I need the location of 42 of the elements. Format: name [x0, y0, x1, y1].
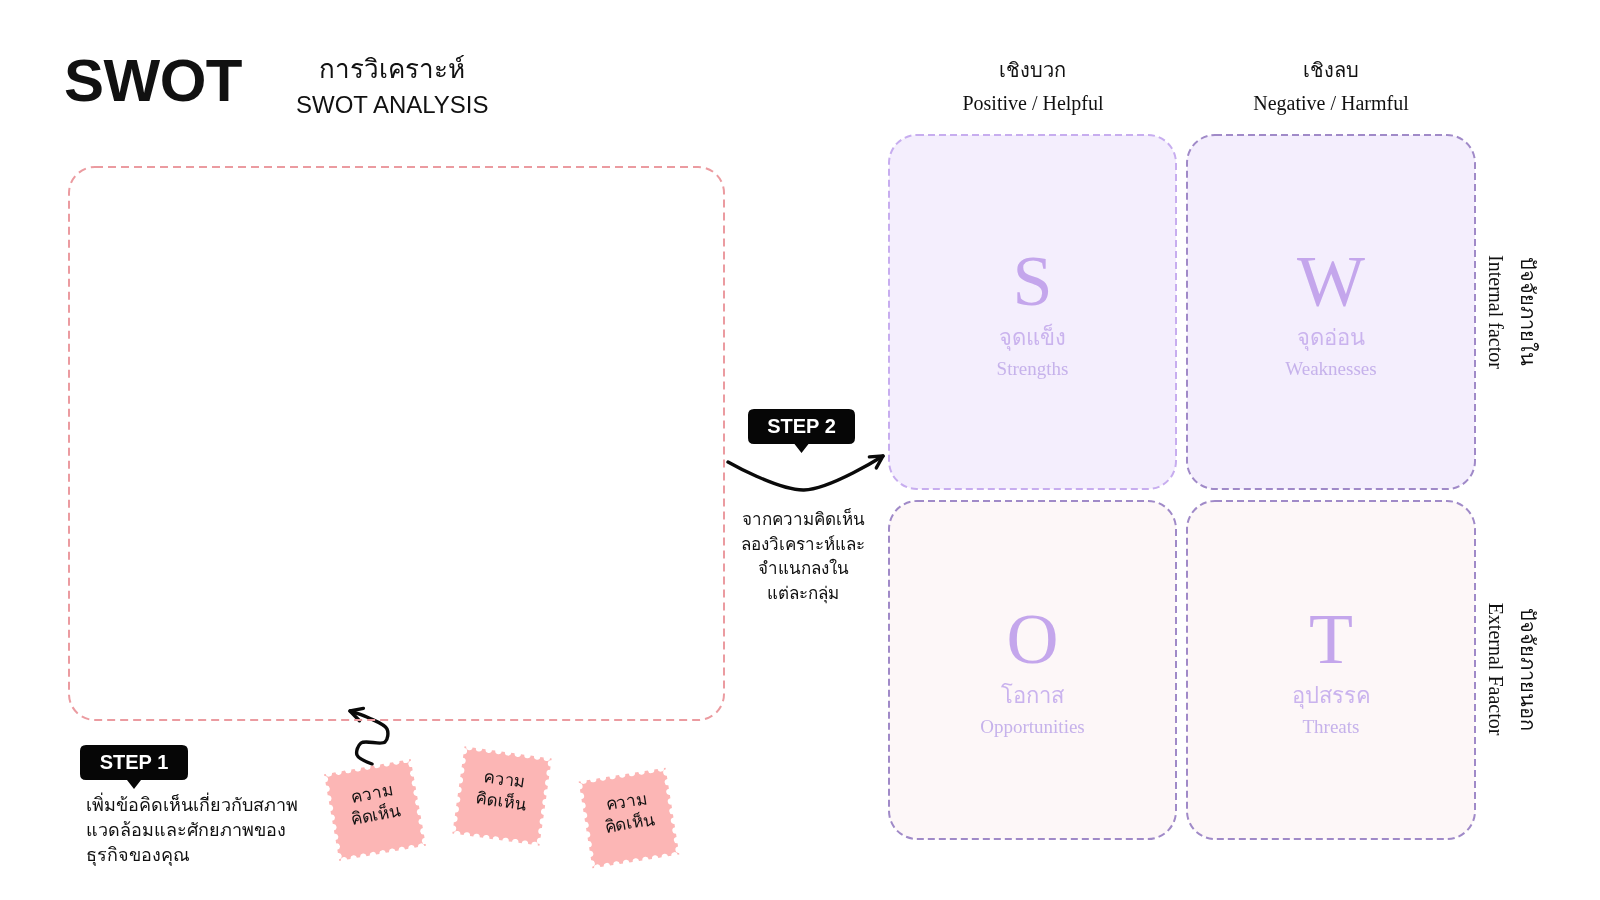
- step-badge: [80, 745, 188, 789]
- step-label: STEP 2: [766, 414, 837, 439]
- quadrant-title: จุดอ่อน: [1297, 324, 1365, 353]
- quadrant-card: [1186, 134, 1476, 490]
- subtitle: SWOT ANALYSIS: [296, 90, 489, 120]
- quadrant-letter: T: [1309, 599, 1353, 679]
- quadrant-title: จุดแข็ง: [999, 322, 1066, 353]
- quadrant-title: โอกาส: [1001, 682, 1064, 710]
- sticky-note: [578, 767, 680, 869]
- quadrant-letter: W: [1297, 241, 1365, 321]
- dashed-frame: [68, 166, 725, 721]
- quadrant-letter: S: [1012, 241, 1053, 321]
- squiggle-arrow: [348, 706, 390, 766]
- quadrant-title: อุปสรรค: [1291, 682, 1371, 711]
- sticky-note: [452, 746, 552, 846]
- row-heading: External Faactor: [1484, 602, 1508, 736]
- quadrant-subtitle: Weaknesses: [1285, 357, 1377, 381]
- column-heading: Negative / Harmful: [1253, 91, 1409, 117]
- quadrant-subtitle: Threats: [1302, 715, 1360, 739]
- quadrant-letter: O: [1006, 599, 1059, 679]
- quadrant-subtitle: Opportunities: [980, 715, 1085, 739]
- column-heading: เชิงลบ: [1303, 58, 1359, 83]
- quadrant-card: [888, 500, 1177, 840]
- note-text: ความคิดเห็น: [348, 779, 404, 832]
- page-title: SWOT: [64, 46, 242, 116]
- row-heading: Internal factor: [1484, 255, 1508, 369]
- step-description: จากความคิดเห็นลองวิเคราะห์และจำแนกลงในแต่ละกลุ่ม: [740, 508, 866, 606]
- quadrant-card: [1186, 500, 1476, 840]
- subtitle: การวิเคราะห์: [319, 53, 466, 86]
- note-text: ความคิดเห็น: [602, 788, 658, 839]
- step-label: STEP 1: [98, 750, 170, 775]
- step-description: เพิ่มข้อคิดเห็นเกี่ยวกับสภาพแวดล้อมและศักยภาพของธุรกิจของคุณ: [86, 793, 311, 868]
- step-badge: [748, 409, 855, 453]
- sticky-note: [324, 759, 426, 861]
- note-text: ความคิดเห็น: [473, 766, 529, 817]
- column-heading: Positive / Helpful: [962, 91, 1104, 117]
- quadrant-subtitle: Strengths: [996, 357, 1069, 381]
- row-heading: ปัจจัยภายใน: [1516, 257, 1540, 367]
- row-heading: ปัจจัยภายนอก: [1516, 607, 1540, 731]
- curved-arrow: [726, 454, 885, 492]
- quadrant-card: [888, 134, 1177, 490]
- column-heading: เชิงบวก: [999, 58, 1067, 83]
